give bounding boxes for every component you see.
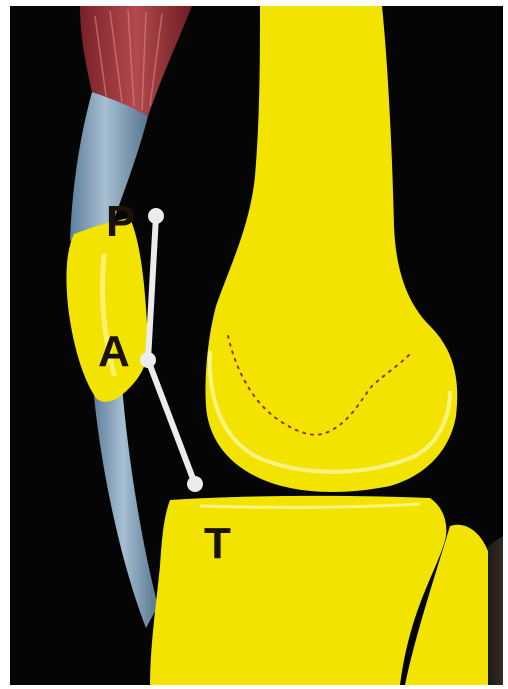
tibia	[150, 496, 446, 685]
diagram-canvas: P A T	[10, 6, 503, 685]
point-a-marker	[140, 352, 156, 368]
patella-length-line	[148, 216, 156, 360]
label-p: P	[106, 197, 135, 246]
femur	[205, 6, 457, 492]
tendon-length-line	[148, 360, 195, 484]
patellar-tendon	[94, 386, 158, 628]
knee-diagram: P A T	[10, 6, 503, 685]
fibula-shadow	[488, 536, 503, 685]
point-t-marker	[187, 476, 203, 492]
point-p-marker	[148, 208, 164, 224]
label-a: A	[98, 327, 130, 376]
label-t: T	[204, 519, 231, 568]
